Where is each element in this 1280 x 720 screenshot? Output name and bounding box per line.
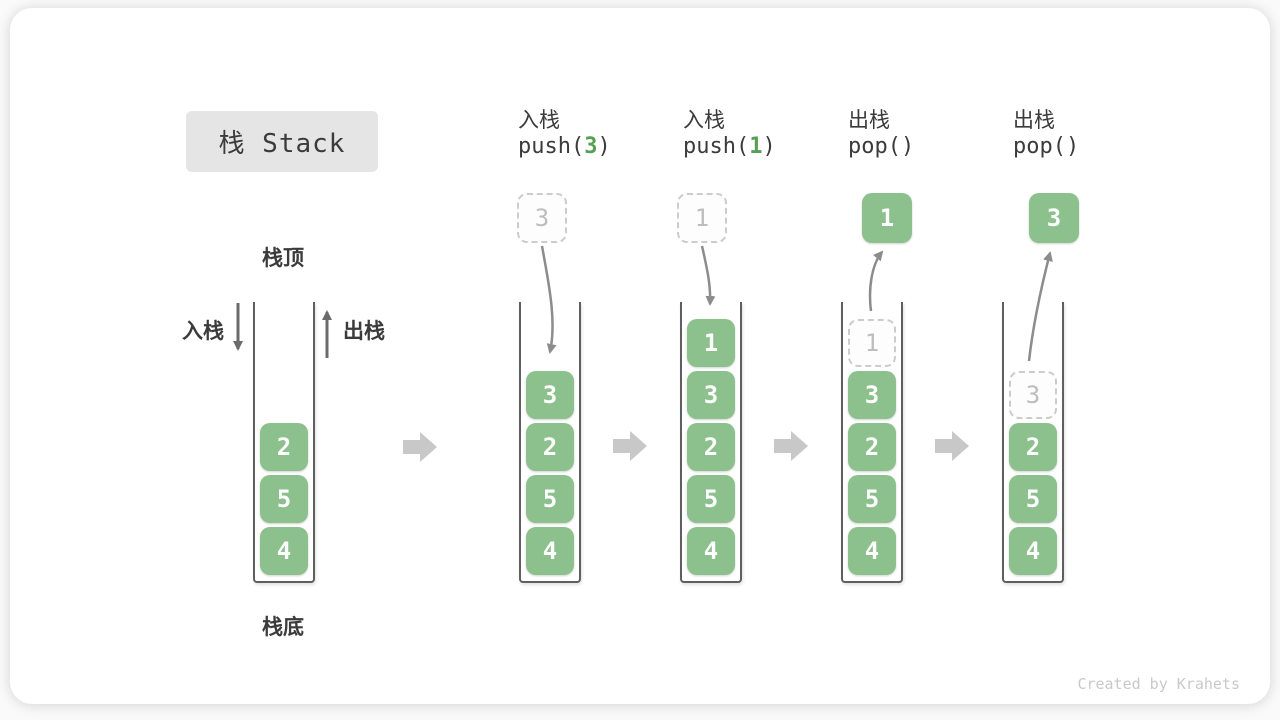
floating-value-box: 1 — [862, 193, 912, 243]
stack-cell: 5 — [260, 475, 308, 523]
stack-cell: 5 — [526, 475, 574, 523]
stack-cell: 3 — [848, 371, 896, 419]
code-argument: 1 — [749, 134, 763, 159]
operation-code: push(1) — [683, 133, 776, 161]
code-prefix: pop() — [848, 134, 915, 159]
stack-cell: 3 — [526, 371, 574, 419]
stack-bottom-label: 栈底 — [262, 615, 304, 639]
stack-cell: 2 — [260, 423, 308, 471]
stack-cell: 4 — [260, 527, 308, 575]
stack-cell: 2 — [526, 423, 574, 471]
pop-direction-label: 出栈 — [343, 319, 385, 343]
code-prefix: push( — [683, 134, 750, 159]
stack-cell: 5 — [687, 475, 735, 523]
stack-cell: 2 — [687, 423, 735, 471]
code-prefix: pop() — [1013, 134, 1080, 159]
operation-label: 出栈 — [848, 108, 890, 132]
operation-code: push(3) — [518, 133, 611, 161]
floating-value-box: 1 — [677, 193, 727, 243]
code-argument: 3 — [584, 134, 598, 159]
operation-label: 出栈 — [1013, 108, 1055, 132]
floating-value-box: 3 — [1029, 193, 1079, 243]
operation-code: pop() — [1013, 133, 1079, 161]
operation-label: 入栈 — [683, 108, 725, 132]
stack-cell: 4 — [687, 527, 735, 575]
stack-top-label: 栈顶 — [262, 246, 304, 270]
stack-cell: 4 — [1009, 527, 1057, 575]
stack-cell: 2 — [848, 423, 896, 471]
stack-cell: 1 — [687, 319, 735, 367]
stack-cell: 4 — [848, 527, 896, 575]
code-suffix: ) — [762, 134, 776, 159]
code-suffix: ) — [597, 134, 611, 159]
floating-value-box: 3 — [517, 193, 567, 243]
stack-cell: 5 — [1009, 475, 1057, 523]
stack-cell: 1 — [848, 319, 896, 367]
operation-label: 入栈 — [518, 108, 560, 132]
operation-code: pop() — [848, 133, 914, 161]
code-prefix: push( — [518, 134, 585, 159]
stack-cell: 5 — [848, 475, 896, 523]
push-direction-label: 入栈 — [182, 319, 224, 343]
stack-cell: 2 — [1009, 423, 1057, 471]
watermark: Created by Krahets — [1077, 675, 1240, 693]
diagram-title: 栈 Stack — [186, 111, 378, 172]
stack-cell: 4 — [526, 527, 574, 575]
stack-cell: 3 — [687, 371, 735, 419]
stack-cell: 3 — [1009, 371, 1057, 419]
